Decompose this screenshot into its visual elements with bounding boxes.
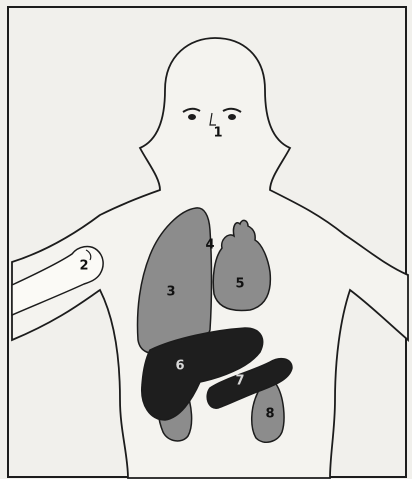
left-eye — [188, 114, 196, 120]
label-lung: 3 — [166, 285, 175, 300]
label-liver: 6 — [175, 359, 184, 374]
label-windpipe: 4 — [205, 238, 214, 253]
right-eye — [228, 114, 236, 120]
label-stomach: 7 — [235, 374, 244, 389]
label-kidney: 8 — [265, 407, 274, 422]
label-arm-bone: 2 — [79, 259, 88, 274]
label-heart: 5 — [235, 277, 244, 292]
label-head: 1 — [213, 126, 222, 141]
